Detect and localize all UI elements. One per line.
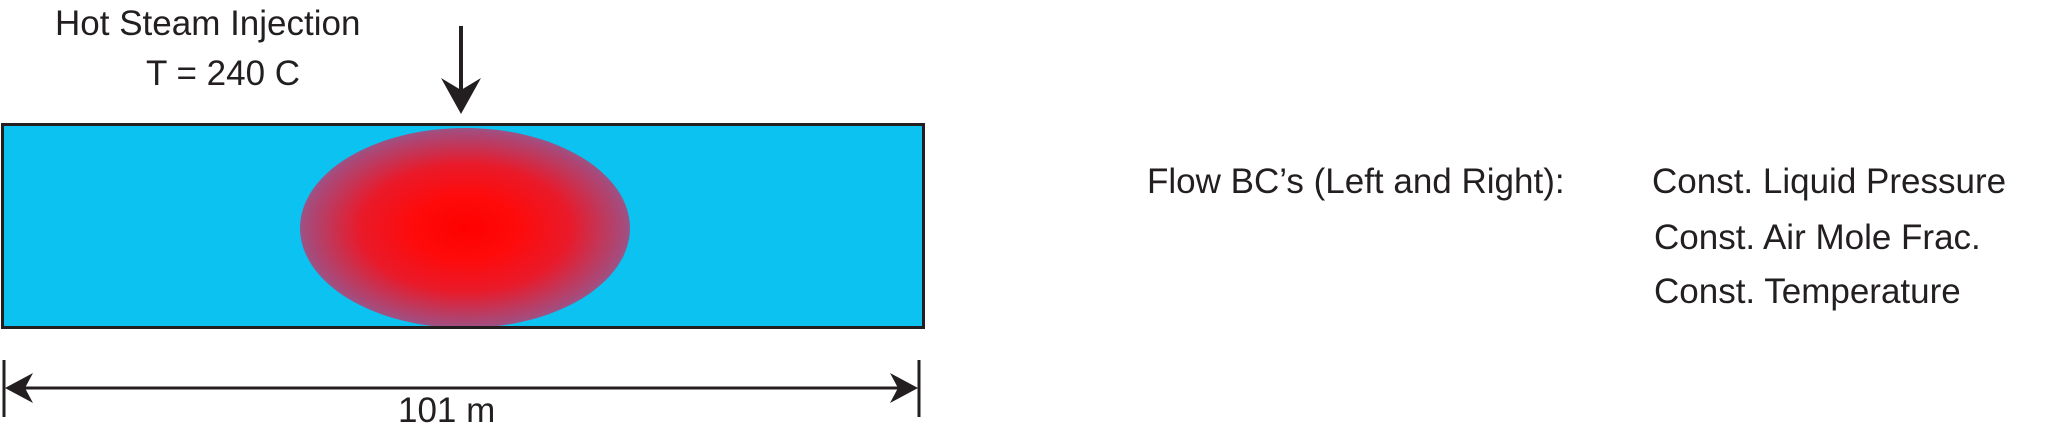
- bc-item-liquid-pressure: Const. Liquid Pressure: [1652, 162, 2007, 201]
- dimension-arrowhead-left: [5, 373, 33, 403]
- flow-bc-label: Flow BC’s (Left and Right):: [1147, 162, 1565, 201]
- hot-steam-zone: [300, 128, 630, 326]
- domain-length-label: 101 m: [398, 391, 496, 430]
- bc-item-air-mole-frac: Const. Air Mole Frac.: [1654, 218, 1981, 257]
- dimension-line: [2, 360, 921, 417]
- domain-box: [1, 123, 925, 329]
- bc-item-temperature: Const. Temperature: [1654, 272, 1961, 311]
- injection-title: Hot Steam Injection: [55, 4, 361, 43]
- dimension-arrowhead-right: [890, 373, 918, 403]
- injection-arrow: [441, 26, 481, 114]
- injection-temperature: T = 240 C: [146, 54, 301, 93]
